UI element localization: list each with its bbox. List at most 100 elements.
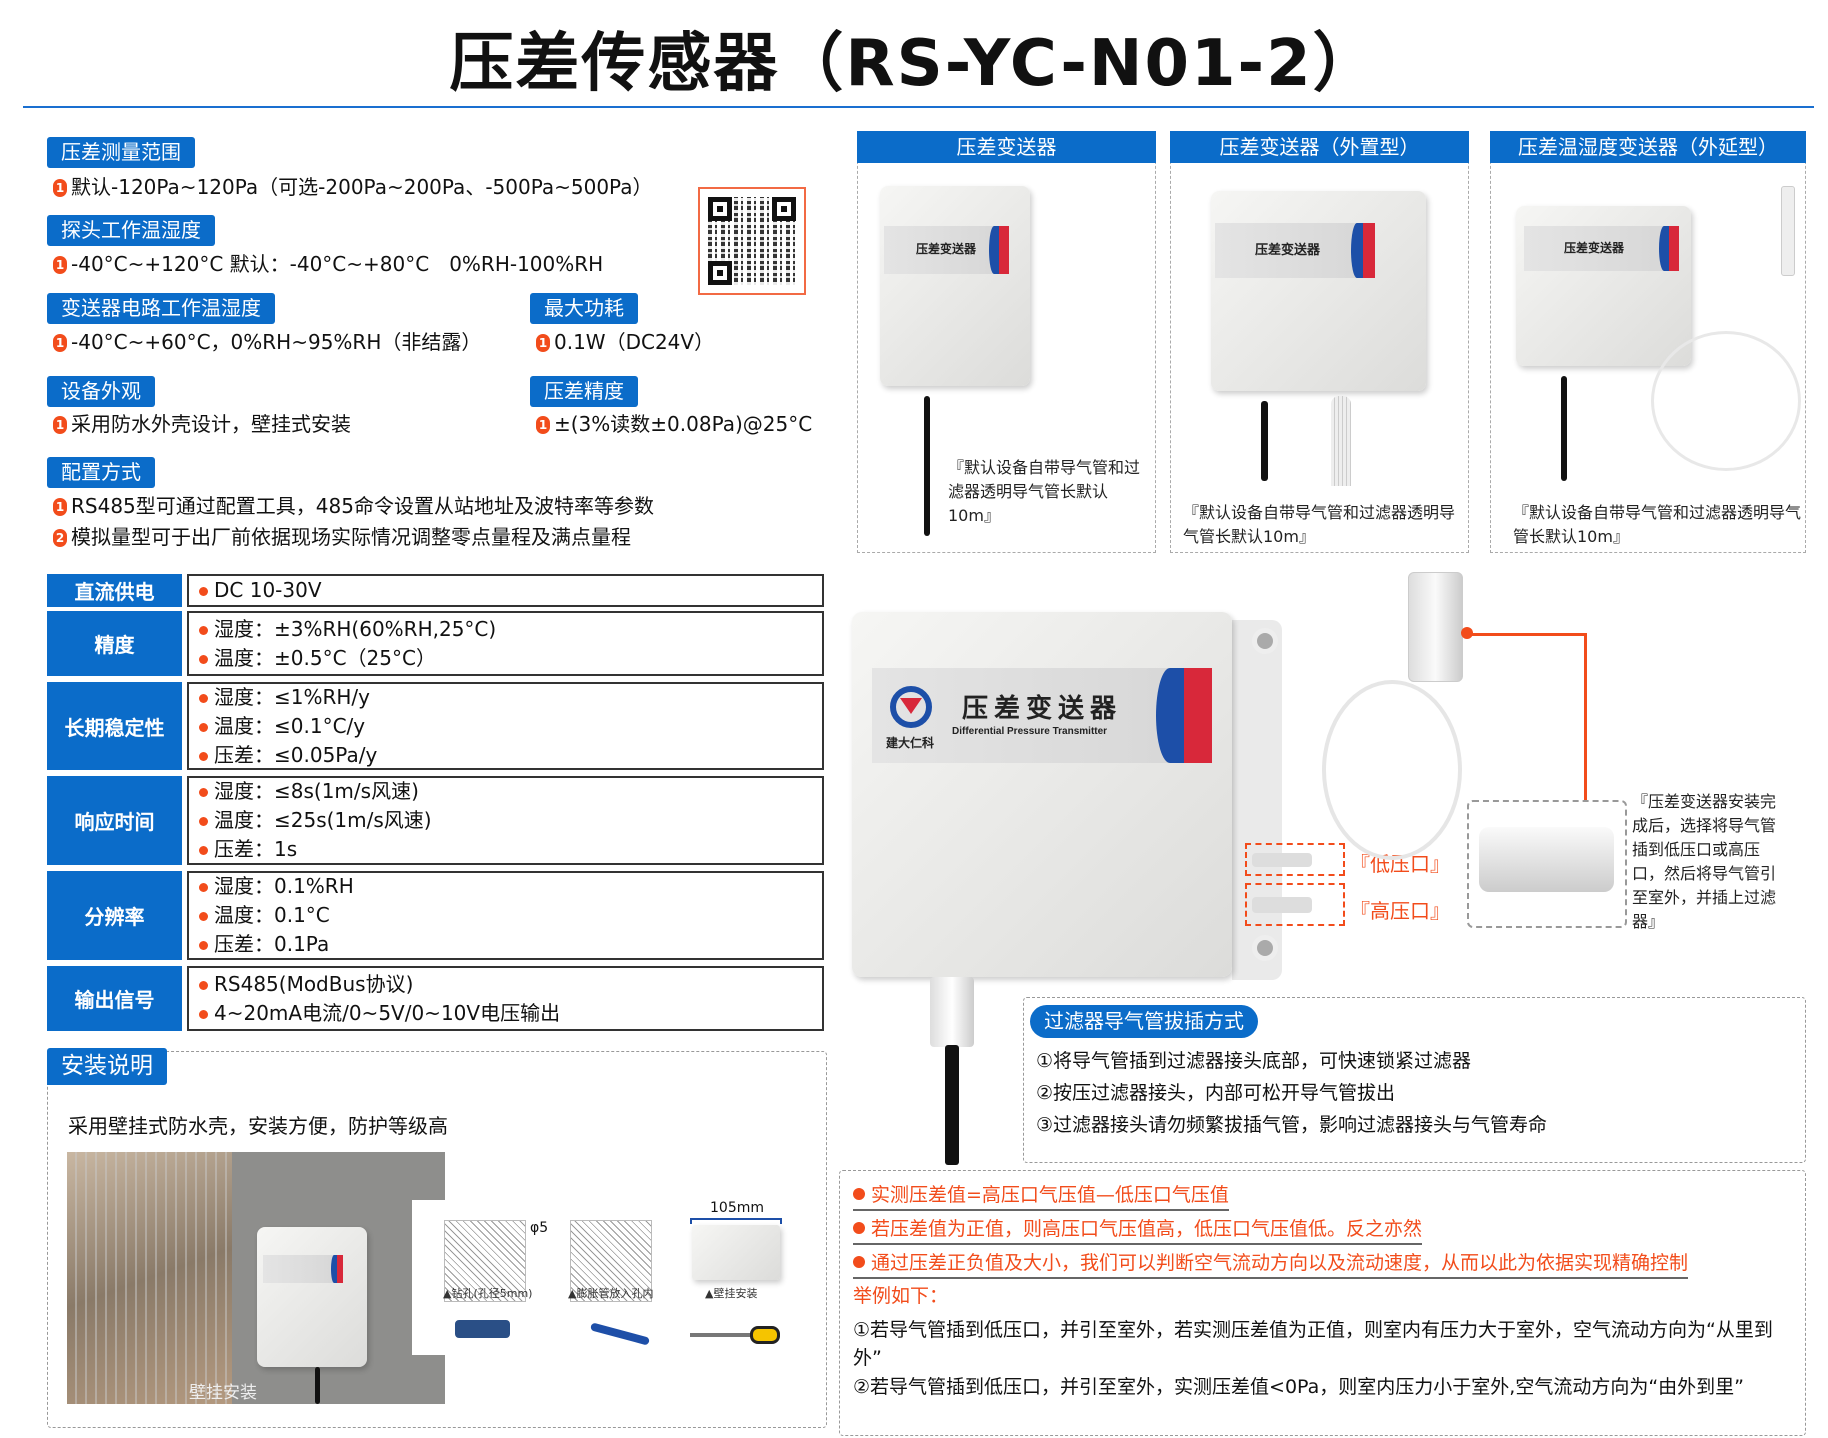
device-brand: 压差变送器 (962, 694, 1123, 724)
config-tag: 配置方式 (47, 457, 155, 488)
highlight-note: 实测压差值=高压口气压值—低压口气压值 (853, 1180, 1229, 1211)
table-label: 直流供电 (47, 574, 182, 607)
drill-icon (455, 1320, 510, 1338)
table-label: 长期稳定性 (47, 682, 182, 770)
appearance-value: 采用防水外壳设计，壁挂式安装 (71, 412, 351, 436)
title-divider (23, 106, 1814, 108)
table-value: RS485(ModBus协议)4~20mA电流/0~5V/0~10V电压输出 (187, 966, 824, 1031)
table-value: 湿度：≤8s(1m/s风速)温度：≤25s(1m/s风速)压差：1s (187, 776, 824, 865)
install-note: 『压差变送器安装完成后，选择将导气管插到低压口或高压口，然后将导气管引至室外，并… (1632, 792, 1777, 931)
number-badge: 1 (536, 416, 550, 434)
example-item: ①若导气管插到低压口，并引至室外，若实测压差值为正值，则室内有压力大于室外，空气… (853, 1319, 1773, 1369)
filter-step: ②按压过滤器接头，内部可松开导气管拔出 (1036, 1082, 1396, 1104)
product-title: 压差变送器 (857, 131, 1156, 163)
number-badge: 1 (536, 334, 550, 352)
photo-caption: 壁挂安装 (189, 1383, 257, 1403)
air-tube (1322, 680, 1462, 860)
brand-logo-icon (890, 686, 932, 728)
power-tag: 最大功耗 (530, 293, 638, 324)
product-caption: 『默认设备自带导气管和过滤器透明导气管长默认10m』 (948, 458, 1141, 525)
product-image: 压差变送器 (880, 186, 1030, 386)
number-badge: 1 (53, 256, 67, 274)
product-card: 压差变送器（外置型） 压差变送器 『默认设备自带导气管和过滤器透明导气管长默认1… (1170, 131, 1469, 553)
number-badge: 1 (53, 498, 67, 516)
notes-section (839, 1170, 1806, 1436)
circuit-text: 1-40°C~+60°C，0%RH~95%RH（非结露） (53, 329, 481, 355)
install-photo: 壁挂安装 (67, 1152, 445, 1404)
config-value: RS485型可通过配置工具，485命令设置从站地址及波特率等参数 (71, 494, 654, 518)
qr-code (698, 187, 806, 295)
screwdriver-icon (690, 1326, 780, 1344)
number-badge: 2 (53, 529, 67, 547)
product-caption: 『默认设备自带导气管和过滤器透明导气管长默认10m』 (1513, 503, 1802, 546)
anchor-diagram (570, 1220, 652, 1302)
device-brand-en: Differential Pressure Transmitter (952, 726, 1108, 737)
filter-section (1023, 997, 1806, 1163)
device-image (257, 1227, 367, 1367)
probe-tag: 探头工作温湿度 (47, 215, 215, 246)
step-label: ▲壁挂安装 (705, 1287, 758, 1300)
range-value: 默认-120Pa~120Pa（可选-200Pa~200Pa、-500Pa~500… (71, 175, 653, 199)
low-port-highlight (1245, 843, 1345, 876)
circuit-value: -40°C~+60°C，0%RH~95%RH（非结露） (71, 330, 482, 354)
table-label: 精度 (47, 611, 182, 676)
highlight-note: 通过压差正负值及大小，我们可以判断空气流动方向以及流动速度，从而以此为依据实现精… (853, 1248, 1689, 1279)
filter-image (1408, 572, 1463, 682)
filter-tag: 过滤器导气管拔插方式 (1030, 1005, 1258, 1038)
table-value: DC 10-30V (187, 574, 824, 607)
table-label: 响应时间 (47, 776, 182, 865)
device-main-image: 建大仁科 压差变送器 Differential Pressure Transmi… (852, 612, 1232, 977)
company-name: 建大仁科 (886, 736, 935, 750)
range-tag: 压差测量范围 (47, 137, 195, 168)
accuracy-value: ±(3%读数±0.08Pa)@25°C (554, 412, 813, 436)
high-port-label: 『高压口』 (1350, 899, 1450, 923)
product-image: 压差变送器 (1211, 191, 1426, 391)
accuracy-text: 1±(3%读数±0.08Pa)@25°C (536, 411, 812, 437)
install-section (47, 1051, 827, 1428)
circuit-tag: 变送器电路工作温湿度 (47, 293, 275, 324)
page-title: 压差传感器（RS-YC-N01-2） (449, 27, 1379, 101)
example-label: 举例如下： (853, 1285, 949, 1307)
accuracy-tag: 压差精度 (530, 376, 638, 407)
mounted-device-diagram (692, 1225, 780, 1280)
probe-text: 1-40°C~+120°C 默认：-40°C~+80°C 0%RH-100%RH (53, 251, 603, 277)
example-item: ②若导气管插到低压口，并引至室外，实测压差值<0Pa，则室内压力小于室外,空气流… (853, 1376, 1745, 1398)
power-value: 0.1W（DC24V） (554, 330, 715, 354)
filter-step: ③过滤器接头请勿频繁拔插气管，影响过滤器接头与气管寿命 (1036, 1114, 1548, 1136)
table-label: 输出信号 (47, 966, 182, 1031)
highlight-note: 若压差值为正值，则高压口气压值高，低压口气压值低。反之亦然 (853, 1214, 1423, 1245)
product-card: 压差变送器 压差变送器 『默认设备自带导气管和过滤器透明导气管长默认10m』 (857, 131, 1156, 553)
filter-step: ①将导气管插到过滤器接头底部，可快速锁紧过滤器 (1036, 1050, 1472, 1072)
product-caption: 『默认设备自带导气管和过滤器透明导气管长默认10m』 (1183, 503, 1456, 546)
width-dimension: 105mm (710, 1200, 764, 1216)
table-label: 分辨率 (47, 871, 182, 960)
probe-image (1781, 186, 1795, 276)
drill-hole-diagram (444, 1220, 526, 1302)
high-port-highlight (1245, 883, 1345, 926)
product-title: 压差温湿度变送器（外延型） (1490, 131, 1806, 163)
install-tag: 安装说明 (47, 1048, 167, 1085)
hole-diameter: φ5 (530, 1220, 549, 1236)
appearance-tag: 设备外观 (47, 376, 155, 407)
number-badge: 1 (53, 334, 67, 352)
probe-value: -40°C~+120°C 默认：-40°C~+80°C 0%RH-100%RH (71, 252, 604, 276)
step-label: ▲钻孔(孔径5mm) (443, 1287, 533, 1300)
install-desc: 采用壁挂式防水壳，安装方便，防护等级高 (68, 1114, 448, 1138)
product-card: 压差温湿度变送器（外延型） 压差变送器 『默认设备自带导气管和过滤器透明导气管长… (1490, 131, 1806, 553)
product-title: 压差变送器（外置型） (1170, 131, 1469, 163)
extension-cable (1651, 331, 1801, 471)
number-badge: 1 (53, 416, 67, 434)
step-label: ▲膨胀管放入孔内 (568, 1287, 654, 1300)
config-value: 模拟量型可于出厂前依据现场实际情况调整零点量程及满点量程 (71, 525, 631, 549)
filter-closeup (1467, 800, 1627, 928)
number-badge: 1 (53, 179, 67, 197)
table-value: 湿度：±3%RH(60%RH,25°C)温度：±0.5°C（25°C） (187, 611, 824, 676)
product-image: 压差变送器 (1516, 206, 1691, 366)
